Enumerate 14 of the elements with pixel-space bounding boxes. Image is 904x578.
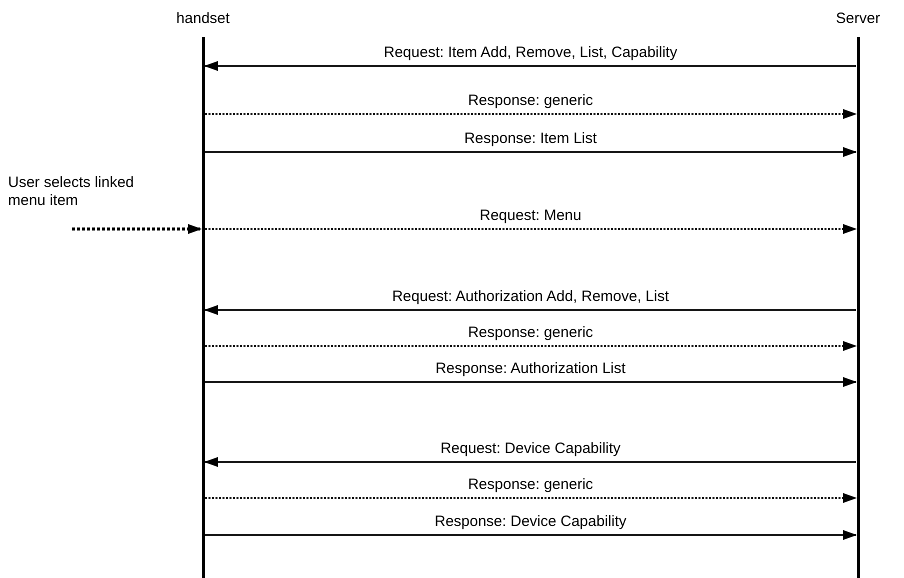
arrow <box>205 377 857 387</box>
arrow <box>204 61 856 71</box>
arrow <box>205 530 857 540</box>
arrow <box>205 493 857 503</box>
note-text: User selects linked menu item <box>8 174 138 210</box>
arrow <box>72 224 202 234</box>
arrow <box>205 147 857 157</box>
arrow <box>205 224 857 234</box>
arrow <box>204 457 856 467</box>
lifeline-label: Server <box>836 10 880 29</box>
arrow <box>205 109 857 119</box>
arrow <box>205 341 857 351</box>
arrow <box>204 305 856 315</box>
lifeline-label: handset <box>176 10 230 29</box>
